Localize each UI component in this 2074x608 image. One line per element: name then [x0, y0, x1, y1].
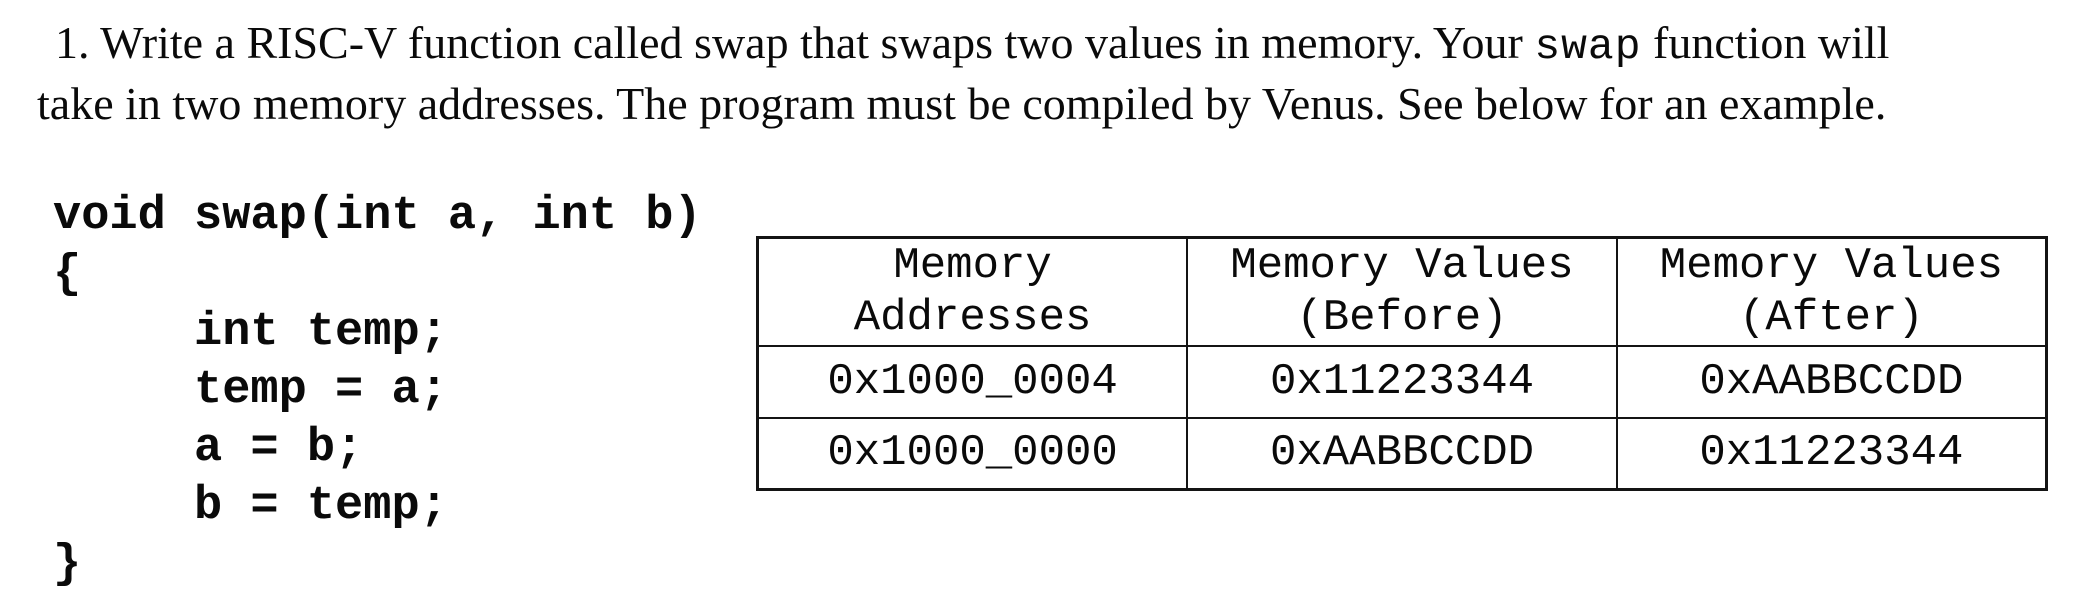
- problem-line-1: 1. Write a RISC-V function called swap t…: [37, 14, 2057, 75]
- column-header-memory-values-after: Memory Values (After): [1615, 236, 2048, 347]
- problem-inline-code-swap: swap: [1534, 22, 1642, 71]
- code-line-signature: void swap(int a, int b): [53, 190, 702, 243]
- cell-address: 0x1000_0000: [756, 416, 1189, 491]
- code-line-declare-temp: int temp;: [53, 306, 448, 359]
- header-line: Memory Values: [1230, 240, 1574, 291]
- header-line: (Before): [1296, 292, 1508, 343]
- code-line-close-brace: }: [53, 538, 82, 591]
- c-code-block: void swap(int a, int b) { int temp; temp…: [53, 188, 702, 594]
- table-row: 0x1000_0004 0x11223344 0xAABBCCDD: [756, 344, 2048, 419]
- table-row: 0x1000_0000 0xAABBCCDD 0x11223344: [756, 416, 2048, 491]
- memory-table-body: 0x1000_0004 0x11223344 0xAABBCCDD 0x1000…: [756, 344, 2048, 491]
- problem-text-after-mono: function will: [1641, 17, 1890, 68]
- memory-table-header: Memory Addresses Memory Values (Before) …: [756, 236, 2048, 347]
- cell-value-after: 0xAABBCCDD: [1615, 344, 2048, 419]
- header-line: (After): [1738, 292, 1924, 343]
- code-line-open-brace: {: [53, 248, 82, 301]
- cell-value-after: 0x11223344: [1615, 416, 2048, 491]
- problem-statement: 1. Write a RISC-V function called swap t…: [37, 14, 2057, 132]
- code-line-b-assign: b = temp;: [53, 480, 448, 533]
- problem-line-2: take in two memory addresses. The progra…: [37, 78, 1887, 129]
- code-line-temp-assign: temp = a;: [53, 364, 448, 417]
- header-line: Memory Values: [1659, 240, 2004, 291]
- header-line: Memory: [893, 240, 1052, 291]
- cell-value-before: 0xAABBCCDD: [1186, 416, 1618, 491]
- column-header-memory-values-before: Memory Values (Before): [1186, 236, 1618, 347]
- cell-value-before: 0x11223344: [1186, 344, 1618, 419]
- column-header-memory-addresses: Memory Addresses: [756, 236, 1189, 347]
- header-line: Addresses: [853, 292, 1092, 343]
- code-line-a-assign: a = b;: [53, 422, 364, 475]
- memory-table: Memory Addresses Memory Values (Before) …: [756, 236, 2048, 491]
- table-header-row: Memory Addresses Memory Values (Before) …: [756, 236, 2048, 347]
- cell-address: 0x1000_0004: [756, 344, 1189, 419]
- problem-text-before-mono: 1. Write a RISC-V function called swap t…: [55, 17, 1535, 68]
